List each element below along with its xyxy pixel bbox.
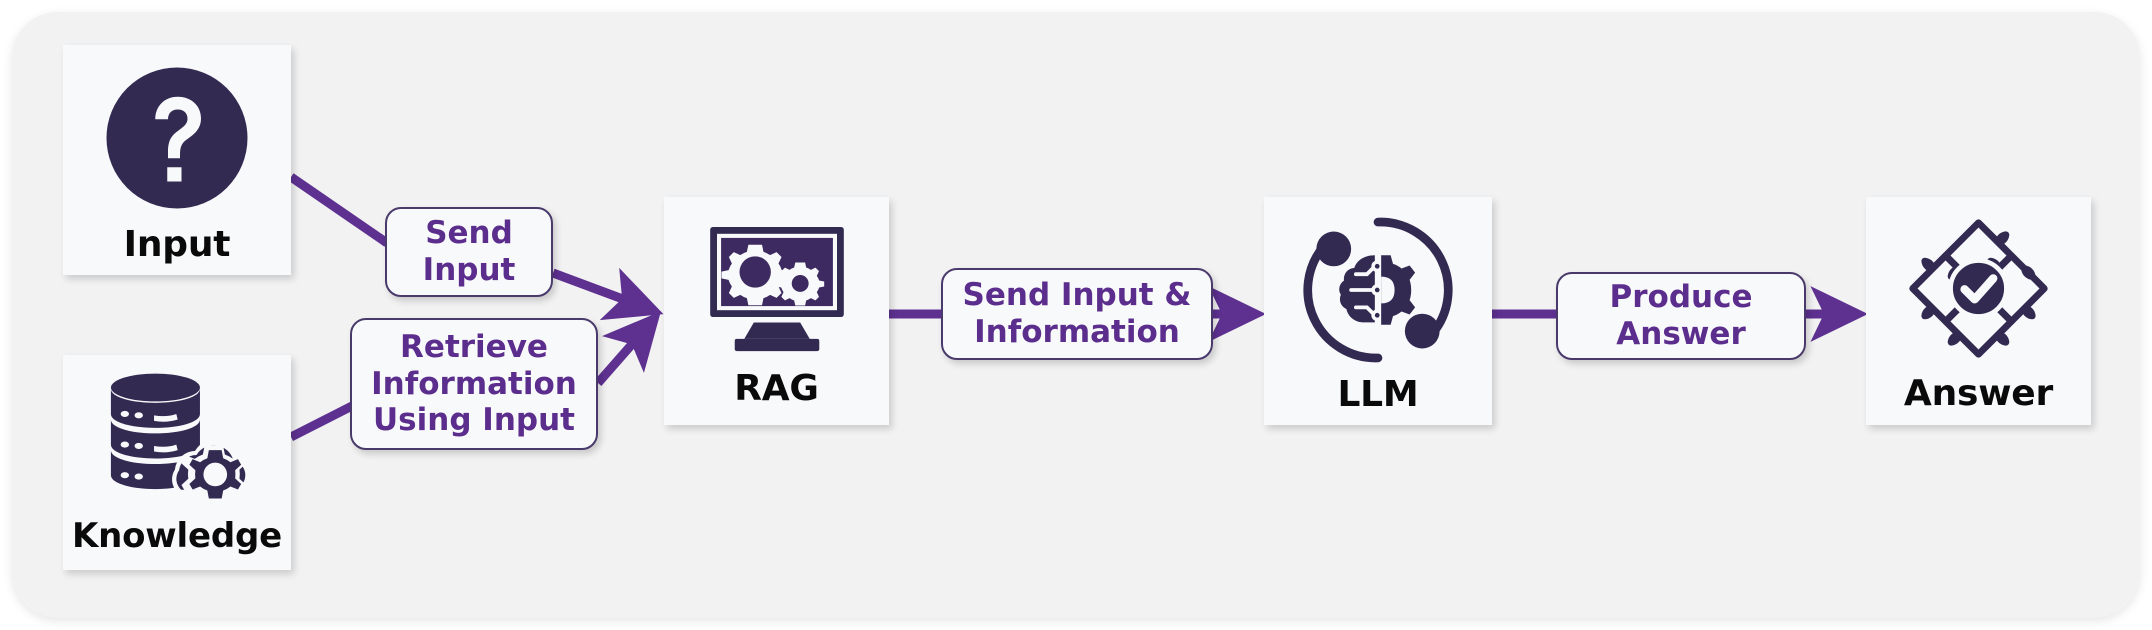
node-knowledge-label: Knowledge <box>72 516 282 556</box>
node-llm-label: LLM <box>1337 374 1419 415</box>
node-input[interactable]: Input <box>63 45 291 275</box>
node-answer[interactable]: Answer <box>1866 197 2091 425</box>
node-input-label: Input <box>123 224 231 265</box>
edge-label-line: Using Input <box>373 402 575 439</box>
puzzle-check-icon <box>1901 211 2056 366</box>
edge-label-produce-answer[interactable]: Produce Answer <box>1556 272 1806 360</box>
edge-label-line: Retrieve <box>400 329 548 366</box>
node-answer-label: Answer <box>1903 373 2054 414</box>
edge-label-line: Send <box>425 215 513 252</box>
edge-label-line: Send Input & <box>962 277 1192 314</box>
node-rag-label: RAG <box>734 368 819 409</box>
brain-gear-orbit-icon <box>1299 211 1457 369</box>
monitor-gears-icon <box>702 217 852 357</box>
edge-label-send-input[interactable]: Send Input <box>385 207 553 297</box>
edge-label-line: Information <box>371 365 577 402</box>
edge-label-line: Input <box>422 252 516 288</box>
node-knowledge[interactable]: Knowledge <box>63 355 291 570</box>
edge-label-line: Answer <box>1616 316 1746 352</box>
edge-label-line: Produce <box>1609 279 1753 316</box>
node-rag[interactable]: RAG <box>664 197 889 425</box>
edge-label-retrieve-information-using-input[interactable]: Retrieve Information Using Input <box>350 318 598 450</box>
node-llm[interactable]: LLM <box>1264 197 1492 425</box>
edge-label-send-input-and-information[interactable]: Send Input & Information <box>941 268 1213 360</box>
question-mark-circle-icon <box>102 63 252 213</box>
edge-label-line: Information <box>974 314 1180 350</box>
database-cloud-gear-icon <box>97 369 257 509</box>
